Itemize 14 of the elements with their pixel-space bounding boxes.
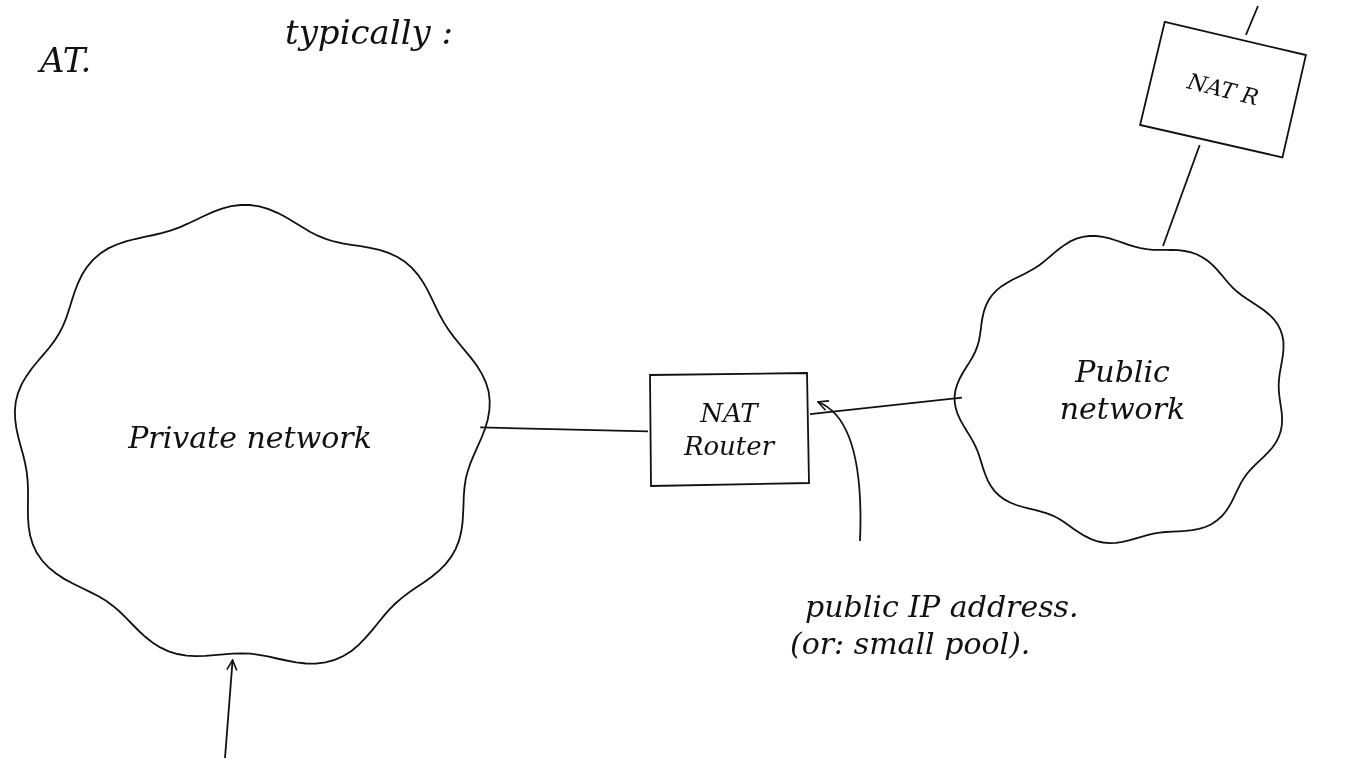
connector-line — [809, 396, 963, 415]
note-text: typically : — [285, 12, 454, 52]
connector-line — [1245, 5, 1259, 36]
node-label: NAT R — [1184, 67, 1263, 113]
connector-line — [1162, 144, 1201, 247]
connector-line — [479, 426, 649, 433]
node-label: NAT Router — [682, 397, 777, 462]
router-box — [648, 372, 810, 487]
annotation-text: (or: small pool). — [790, 625, 1032, 663]
arrow — [224, 659, 238, 759]
annotation-text: public IP address. — [804, 587, 1080, 625]
node-label: Private network — [127, 418, 373, 457]
node-label: Public network — [1058, 352, 1187, 428]
arrow — [817, 401, 862, 542]
